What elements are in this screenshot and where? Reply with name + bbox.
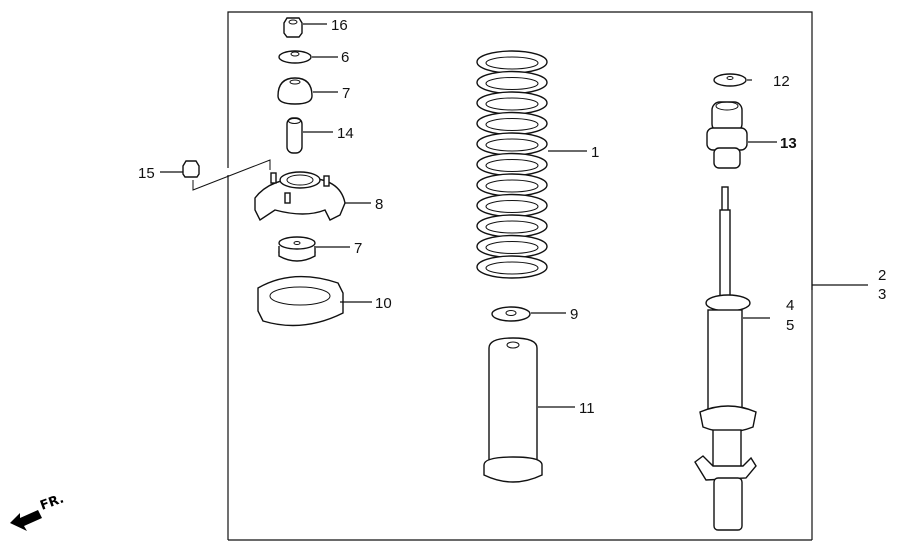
spring-coil [476, 173, 548, 197]
spring-coil [476, 234, 548, 259]
spring-coil [476, 132, 548, 156]
part-spring-seat[interactable] [257, 275, 372, 327]
callout-14: 14 [337, 125, 354, 142]
spring-coil [476, 91, 548, 115]
callout-7b: 7 [354, 240, 362, 257]
spring-coil-inner [485, 179, 539, 193]
callout-11: 11 [579, 400, 595, 417]
part-bushing[interactable] [278, 236, 350, 262]
spring-coil-inner [485, 97, 539, 111]
spring-coil [476, 70, 548, 95]
callout-5: 5 [786, 317, 794, 334]
arrow-left-down-icon [10, 510, 42, 531]
fr-label: FR. [38, 491, 66, 513]
callout-12: 12 [773, 73, 790, 90]
spring-coil-inner [485, 56, 539, 70]
part-plate[interactable] [713, 73, 752, 87]
spring-coil-inner [485, 159, 539, 172]
spring-coil-inner [485, 138, 539, 152]
part-coil-spring[interactable] [476, 50, 548, 279]
spring-coil-inner [485, 241, 539, 254]
callout-15: 15 [138, 165, 155, 182]
callout-8: 8 [375, 196, 383, 213]
front-direction-indicator: FR. [10, 491, 66, 531]
callout-6: 6 [341, 49, 349, 66]
spring-coil [476, 152, 548, 177]
spring-coil [476, 193, 548, 218]
callout-4: 4 [786, 297, 794, 314]
part-shock-absorber[interactable] [694, 186, 770, 531]
part-washer[interactable] [278, 50, 338, 64]
spring-coil-inner [485, 200, 539, 213]
spring-coil-inner [485, 118, 539, 131]
callout-3: 3 [878, 286, 886, 303]
part-mount-base[interactable] [254, 171, 371, 222]
spring-coil [476, 255, 548, 279]
assembly-frame [227, 11, 868, 541]
callout-7a: 7 [342, 85, 350, 102]
callout-13: 13 [780, 135, 797, 152]
callout-9: 9 [570, 306, 578, 323]
part-collar[interactable] [286, 117, 333, 154]
spring-coil [476, 50, 548, 74]
spring-coil [476, 214, 548, 238]
spring-coil [476, 111, 548, 136]
callout-2: 2 [878, 267, 886, 284]
callout-10: 10 [375, 295, 392, 312]
part-dust-boot[interactable] [483, 337, 575, 483]
part-nut[interactable] [283, 17, 327, 38]
part-bump-stop-cap[interactable] [277, 77, 338, 105]
part-bump-stop[interactable] [706, 101, 777, 169]
spring-coil-inner [485, 261, 539, 275]
callout-1: 1 [591, 144, 599, 161]
part-spring-washer[interactable] [491, 306, 566, 322]
callout-16: 16 [331, 17, 348, 34]
spring-coil-inner [485, 77, 539, 90]
part-flange-nut[interactable] [160, 159, 271, 191]
spring-coil-inner [485, 220, 539, 234]
